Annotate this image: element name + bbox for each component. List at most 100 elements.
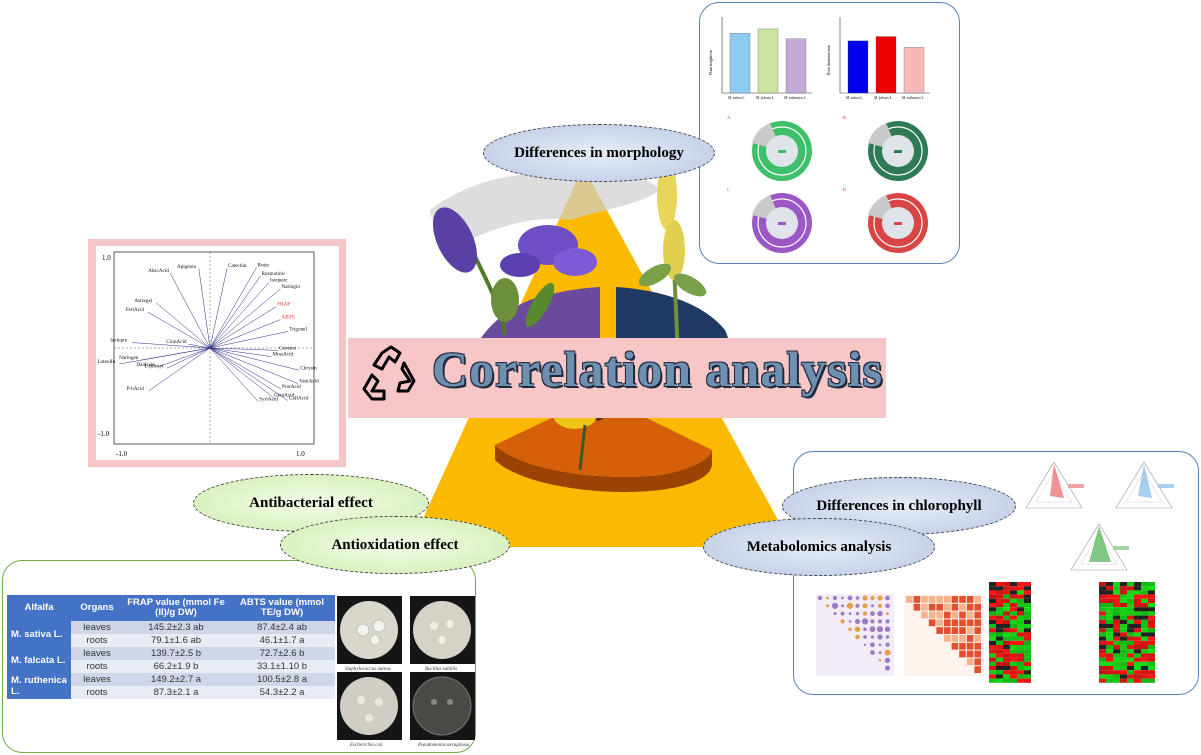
heatmap-cell <box>1003 603 1010 608</box>
pie-slice-orange <box>495 395 712 477</box>
heatmap-cell <box>1141 632 1148 637</box>
heatmap-cell <box>1024 666 1031 671</box>
heatmap-cell <box>1148 678 1155 683</box>
heatmap-cell <box>1099 657 1106 662</box>
heatmap-cell <box>1099 586 1106 591</box>
matrix-cell <box>974 658 981 666</box>
heatmap-cell <box>1003 640 1010 645</box>
bar <box>785 38 807 94</box>
pca-vector <box>209 282 270 349</box>
table-cell: roots <box>71 686 123 699</box>
heatmap-cell <box>1113 640 1120 645</box>
pca-vector <box>209 267 228 349</box>
heatmap-cell <box>989 586 996 591</box>
table-cell-species: M. falcata L. <box>7 647 71 673</box>
heatmap-cell <box>1010 645 1017 650</box>
heatmap-cell <box>1148 615 1155 620</box>
pca-vector <box>209 331 289 349</box>
radar-chart-blue <box>1115 461 1174 509</box>
pie-slice-orange-side <box>495 445 712 492</box>
pca-tick-x-right: 1.0 <box>296 450 305 458</box>
matrix-cell <box>870 642 875 648</box>
heatmap-cell <box>989 666 996 671</box>
pca-vector <box>209 306 277 349</box>
matrix-cell <box>862 611 868 616</box>
pca-biplot: 1.0 -1.0 -1.0 1.0 NaringinRutinRosmarini… <box>97 251 319 458</box>
heatmap-cell <box>1134 678 1141 683</box>
pca-vector <box>166 347 211 369</box>
heatmap-cell <box>1106 653 1113 658</box>
heatmap-cell <box>1106 586 1113 591</box>
matrix-cell <box>921 603 928 611</box>
heatmap-cell <box>1024 645 1031 650</box>
pca-vector-label: Isolupin <box>110 338 127 344</box>
heatmap-cell <box>1017 645 1024 650</box>
table-cell: leaves <box>71 673 123 686</box>
heatmap-cell <box>1141 594 1148 599</box>
heatmap-cell <box>1148 632 1155 637</box>
heatmap-cell <box>1120 640 1127 645</box>
heatmap-cell <box>1010 674 1017 679</box>
heatmap-cell <box>1003 590 1010 595</box>
heatmap-cell <box>1099 594 1106 599</box>
matrix-cell <box>825 604 830 608</box>
heatmap-cell <box>1113 678 1120 683</box>
heatmap-cell <box>989 661 996 666</box>
heatmap-cell <box>1024 636 1031 641</box>
heatmap-cell <box>1113 670 1120 675</box>
pca-vector-label: Trigonel <box>289 326 307 332</box>
matrix-cell <box>878 651 882 655</box>
heatmap-cell <box>1017 640 1024 645</box>
heatmap-cell <box>1003 619 1010 624</box>
heatmap-cell <box>1127 586 1134 591</box>
matrix-cell <box>974 611 981 619</box>
matrix-cell <box>944 619 951 627</box>
matrix-cell <box>862 595 868 601</box>
matrix-cell <box>833 612 837 616</box>
heatmap-cell <box>996 636 1003 641</box>
table-cell: roots <box>71 660 123 673</box>
matrix-cell <box>885 619 890 624</box>
heatmap-cell <box>1148 670 1155 675</box>
heatmap-cell <box>1099 666 1106 671</box>
matrix-cell <box>936 619 943 627</box>
heatmap-cell <box>1003 674 1010 679</box>
pca-vector-label: Naringen <box>119 355 139 361</box>
heatmap-cell <box>989 632 996 637</box>
heatmap-cell <box>1113 615 1120 620</box>
heatmap-cell <box>1024 628 1031 633</box>
heatmap-cell <box>989 670 996 675</box>
heatmap-cell <box>1141 624 1148 629</box>
heatmap-cell <box>1106 619 1113 624</box>
heatmap-cell <box>996 619 1003 624</box>
heatmap-cell <box>1024 678 1031 683</box>
matrix-cell <box>877 634 883 640</box>
yellow-flower-illustration <box>638 160 707 361</box>
pca-vector-label: P-hAcid <box>127 386 145 392</box>
pca-vector-label: L-phenyl <box>144 363 164 369</box>
heatmap-cell <box>1010 678 1017 683</box>
heatmap-cell <box>1120 628 1127 633</box>
heatmap-cell <box>1127 632 1134 637</box>
heatmap-cell <box>1017 653 1024 658</box>
matrix-cell <box>936 611 943 619</box>
matrix-cell <box>878 643 882 647</box>
heatmap-cell <box>1141 611 1148 616</box>
heatmap-cell <box>1003 649 1010 654</box>
heatmap-cell <box>989 603 996 608</box>
heatmap-cell <box>1148 590 1155 595</box>
heatmap-cell <box>1127 640 1134 645</box>
pca-vector-label: MinsAcid <box>272 352 293 358</box>
heatmap-cell <box>996 586 1003 591</box>
matrix-cell <box>951 635 959 642</box>
heatmap-cell <box>1134 661 1141 666</box>
pca-vector <box>209 347 272 357</box>
heatmap-cell <box>1148 582 1155 587</box>
heatmap-cell <box>1113 657 1120 662</box>
heatmap-cell <box>1148 653 1155 658</box>
heatmap-cell <box>1099 649 1106 654</box>
heatmap-cell <box>1113 628 1120 633</box>
pca-vector-label: Chrysin <box>300 365 317 371</box>
table-cell: 145.2±2.3 ab <box>123 621 229 634</box>
petri-plate-4 <box>410 672 475 740</box>
